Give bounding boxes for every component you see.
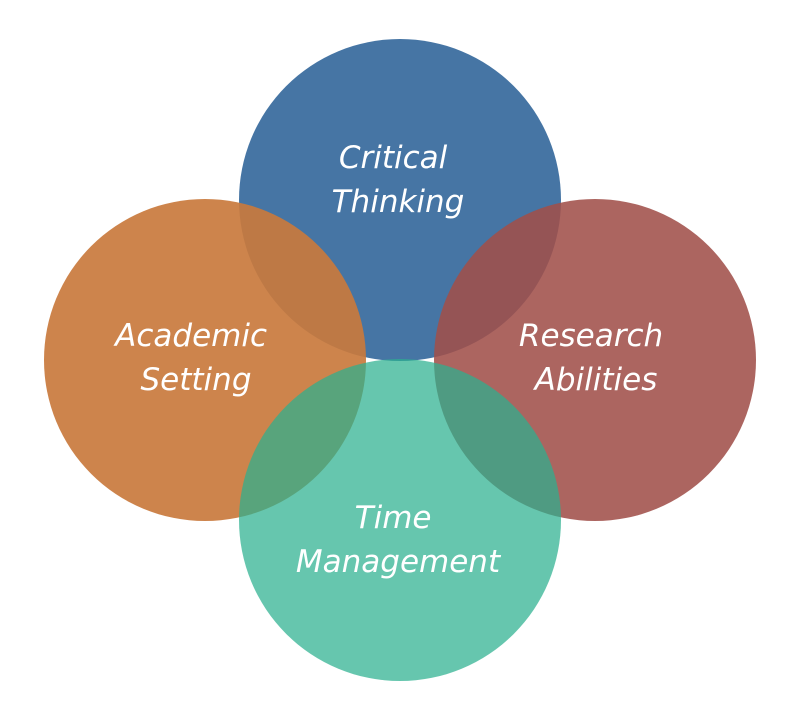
label-research-abilities-line-2: Abilities [533,362,658,398]
label-academic-setting-line-2: Setting [141,362,252,398]
label-research-abilities: Research Abilities [519,318,673,398]
circle-time-management [239,359,561,681]
label-research-abilities-line-1: Research [519,318,663,354]
label-time-management-line-2: Management [296,544,502,580]
label-critical-thinking-line-1: Critical [339,140,448,176]
label-academic-setting-line-1: Academic [113,318,267,354]
label-time-management: Time Management [296,500,502,580]
label-critical-thinking-line-2: Thinking [332,184,465,220]
label-critical-thinking: Critical Thinking [332,140,465,220]
label-time-management-line-1: Time [355,500,432,536]
label-academic-setting: Academic Setting [113,318,277,398]
